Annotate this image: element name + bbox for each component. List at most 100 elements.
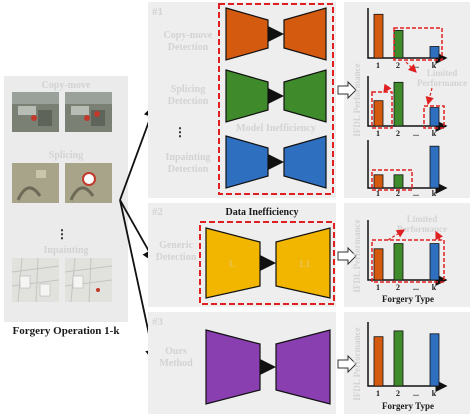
chart-2-bars — [373, 81, 440, 127]
chart-5-bar-k — [429, 333, 440, 387]
inpainting-model — [225, 135, 327, 189]
chart-4-tick-k: k — [432, 283, 437, 292]
chart-1-bar-k — [429, 46, 440, 59]
chart-2-highlight-left — [371, 91, 393, 129]
inpainting-encoder — [225, 135, 269, 189]
chart-4-bars — [373, 243, 440, 281]
caption-copy-move: Copy-move — [42, 80, 91, 91]
panel-2-number: #2 — [152, 206, 164, 218]
inpainting-decoder — [283, 135, 327, 189]
chart-5-xlabel: Forgery Type — [382, 401, 434, 411]
panel-2: #2 Data Inefficiency Generic Detection L… — [148, 203, 470, 307]
label-copy-move-detection-2: Detection — [168, 42, 209, 53]
splicing-encoder — [225, 69, 269, 123]
generic-encoder-text: L — [229, 259, 235, 269]
chart-3-bar-1 — [373, 174, 384, 189]
left-ellipsis: ⋮ — [56, 227, 68, 241]
panel-1: #1 Copy-move Detection Splicing Detectio… — [148, 2, 470, 198]
label-ours: Ours — [165, 346, 187, 357]
splicing-image-original — [12, 163, 59, 203]
chart-5-tick-2: 2 — [396, 389, 400, 398]
limited-arrow-3 — [383, 83, 392, 93]
generic-encoder — [205, 227, 261, 299]
label-ours-method: Method — [159, 358, 193, 369]
chart-2-tick-dots: ... — [413, 129, 419, 138]
generic-decoder — [275, 227, 331, 299]
chart-5-axes — [367, 322, 448, 392]
chart-1-bars — [373, 13, 440, 59]
chart-1-tick-k: k — [432, 61, 437, 70]
chart-4-tick-1: 1 — [376, 283, 380, 292]
chart-5-bar-2 — [393, 330, 404, 387]
chart-4-xlabel: Forgery Type — [382, 294, 434, 304]
inpainting-image-original — [11, 257, 60, 303]
chart-4-bar-1 — [373, 248, 384, 281]
chart-2-highlight-right — [423, 105, 445, 129]
limited-arrow-p2-left — [387, 229, 406, 241]
chart-3-axes — [367, 140, 448, 194]
panel-1-model-box — [218, 3, 334, 195]
label-splicing-detection: Splicing — [171, 84, 205, 95]
panel-2-chart-bg — [344, 203, 470, 307]
label-inpainting-detection: Inpainting — [165, 152, 210, 163]
chart-1-tick-dots: ... — [413, 61, 419, 70]
limited-performance-1b: Performance — [417, 78, 467, 88]
chart-2-bar-2 — [393, 81, 404, 127]
panel-3-number: #3 — [152, 316, 164, 328]
limited-performance-1: Limited — [427, 68, 458, 78]
chart-5-tick-1: 1 — [376, 389, 380, 398]
chart-2-bar-1 — [373, 100, 384, 127]
caption-inpainting: Inpainting — [43, 245, 88, 256]
chart-5: 1 2 ... k Forgery Type — [367, 322, 448, 411]
chart-3: 1 2 ... k — [367, 140, 448, 198]
chart-4-bar-k — [429, 243, 440, 281]
copy-move-decoder — [283, 7, 327, 61]
chart-3-tick-dots: ... — [413, 189, 419, 198]
panel-1-ifdl-label: IFDL Performance — [352, 63, 362, 136]
chart-4: 1 2 ... k Forgery Type — [367, 220, 448, 304]
panel-2-ifdl-label: IFDL Performance — [352, 219, 362, 292]
splicing-model — [225, 69, 327, 123]
panel-1-ellipsis: ⋮ — [174, 125, 186, 139]
label-generic-detection-2: Detection — [156, 252, 197, 263]
chart-1-tick-2: 2 — [396, 61, 400, 70]
chart-3-highlight — [371, 169, 413, 191]
forgery-operation-label: Forgery Operation 1-k — [13, 325, 121, 337]
chart-3-tick-2: 2 — [396, 189, 400, 198]
chart-2-tick-k: k — [432, 129, 437, 138]
ours-model — [205, 329, 331, 405]
chart-5-tick-k: k — [432, 389, 437, 398]
panel-1-number: #1 — [152, 6, 163, 18]
panel-2-model-box — [199, 221, 335, 305]
chart-1-bar-1 — [373, 13, 384, 59]
chart-3-bars — [373, 145, 440, 189]
limited-arrow-2 — [425, 87, 434, 106]
copy-move-image-original — [12, 92, 59, 132]
chart-2-bar-k — [429, 107, 440, 127]
chart-4-tick-2: 2 — [396, 283, 400, 292]
limited-performance-p2: Limited — [407, 214, 438, 224]
chart-3-tick-1: 1 — [376, 189, 380, 198]
chart-4-axes — [367, 220, 448, 286]
generic-decoder-text: L1 — [300, 259, 311, 269]
limited-arrow-p2-right — [435, 230, 443, 241]
chart-3-bar-k — [429, 145, 440, 189]
panel-3-output-arrow — [337, 354, 357, 374]
panel-3-chart-bg — [344, 312, 470, 414]
chart-5-bars — [373, 330, 440, 387]
panel-3: #3 Ours Method IFDL Performance 1 2 ... … — [148, 312, 470, 414]
panel-1-chart-bg — [344, 2, 470, 198]
generic-model: L L1 — [205, 227, 331, 299]
limited-performance-p2b: Performance — [397, 224, 447, 234]
label-generic-detection: Generic — [159, 240, 193, 251]
caption-splicing: Splicing — [49, 150, 83, 161]
chart-4-highlight — [371, 239, 445, 283]
chart-2-tick-1: 1 — [376, 129, 380, 138]
chart-2-axes — [367, 76, 448, 132]
splicing-decoder — [283, 69, 327, 123]
label-copy-move-detection: Copy-move — [164, 30, 213, 41]
ours-decoder — [275, 329, 331, 405]
inpainting-image-forged — [64, 257, 113, 303]
copy-move-encoder — [225, 7, 269, 61]
